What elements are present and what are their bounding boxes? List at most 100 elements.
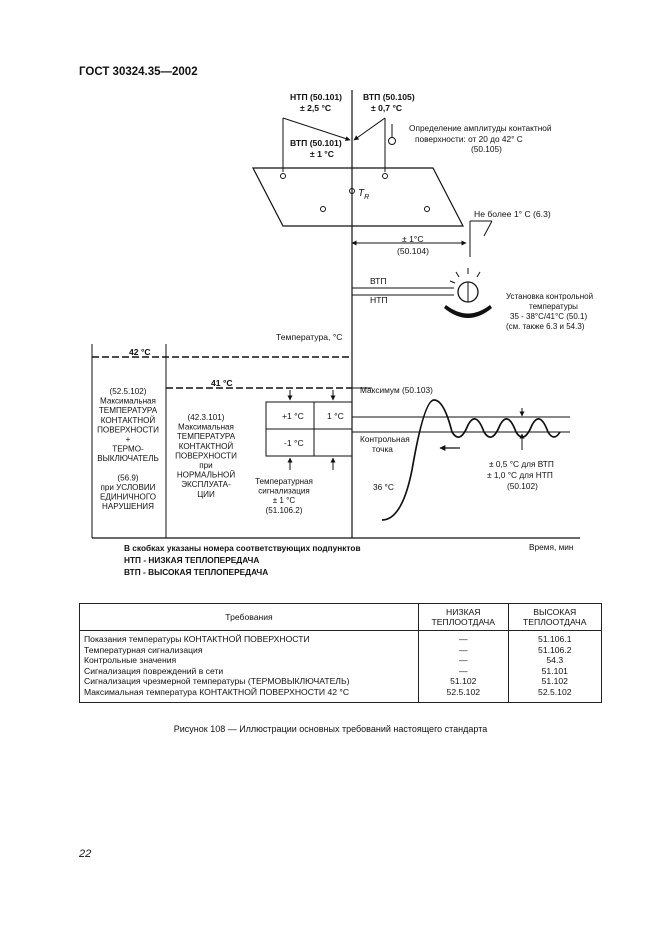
label-vtp-105: ВТП (50.105) bbox=[363, 92, 415, 102]
note-vtp: ВТП - ВЫСОКАЯ ТЕПЛОПЕРЕДАЧА bbox=[124, 567, 268, 577]
cell-low: 51.102 bbox=[418, 676, 509, 687]
table-row: Температурная сигнализация—51.106.2 bbox=[79, 644, 603, 656]
table-row: Сигнализация чрезмерной температуры (ТЕР… bbox=[79, 676, 603, 687]
table-row: Максимальная температура КОНТАКТНОЙ ПОВЕ… bbox=[79, 686, 603, 703]
column-line: ЦИИ bbox=[197, 490, 215, 499]
column-line: ПОВЕРХНОСТИ bbox=[97, 425, 159, 434]
header-high-transfer: ВЫСОКАЯ ТЕПЛООТДАЧА bbox=[507, 603, 603, 631]
label-max-103: Максимум (50.103) bbox=[360, 385, 433, 395]
column-line: (56.9) bbox=[117, 473, 138, 482]
cell-low: 52.5.102 bbox=[418, 686, 509, 703]
column-line: НАРУШЕНИЯ bbox=[102, 502, 154, 511]
cell-low: — bbox=[418, 655, 509, 666]
cell-high: 54.3 bbox=[507, 655, 603, 666]
label-setpoint-4: (см. также 6.3 и 54.3) bbox=[506, 322, 585, 331]
cell-req: Контрольные значения bbox=[79, 655, 419, 666]
label-ntp-101-tol: ± 2,5 °C bbox=[300, 103, 331, 113]
label-not-more: Не более 1° С (6.3) bbox=[474, 209, 551, 219]
label-tol-ntp: ± 1,0 °C для НТП bbox=[487, 470, 553, 480]
cell-high: 51.101 bbox=[507, 665, 603, 677]
label-36c: 36 °C bbox=[373, 482, 394, 492]
label-ntp-101: НТП (50.101) bbox=[290, 92, 342, 102]
column-line: (51.106.2) bbox=[266, 506, 303, 515]
page-number: 22 bbox=[79, 848, 92, 860]
column-line: Максимальная bbox=[100, 397, 156, 406]
sensor-point bbox=[424, 206, 430, 212]
label-amplitude-2: поверхности: от 20 до 42° С bbox=[415, 134, 523, 144]
contact-plate bbox=[252, 167, 464, 227]
column-line: КОНТАКТНОЙ bbox=[101, 416, 156, 425]
sensor-point bbox=[320, 206, 326, 212]
figure-diagram: НТП (50.101) ± 2,5 °C ВТП (50.105) ± 0,7… bbox=[91, 90, 593, 577]
column-line: НОРМАЛЬНОЙ bbox=[177, 471, 236, 480]
column-line: Температурная bbox=[255, 477, 313, 486]
column-line: Максимальная bbox=[178, 423, 234, 432]
column-line: + bbox=[126, 435, 131, 444]
label-ntp: НТП bbox=[370, 295, 388, 305]
document-header: ГОСТ 30324.35—2002 bbox=[79, 66, 198, 78]
column-line: ЭКСПЛУАТА- bbox=[181, 480, 231, 489]
label-temperature-axis: Температура, °C bbox=[276, 332, 342, 342]
label-41c: 41 °C bbox=[211, 378, 233, 388]
column-line: ЕДИНИЧНОГО bbox=[100, 493, 156, 502]
label-amplitude-3: (50.105) bbox=[471, 144, 502, 154]
header-requirements: Требования bbox=[79, 603, 419, 631]
label-setpoint-1: Установка контрольной bbox=[506, 292, 593, 301]
label-setpoint-3: 35 - 38°C/41°C (50.1) bbox=[510, 312, 587, 321]
temperature-curve bbox=[381, 399, 561, 521]
requirements-table: Требования НИЗКАЯ ТЕПЛООТДАЧА ВЫСОКАЯ ТЕ… bbox=[79, 603, 603, 703]
label-control-point-2: точка bbox=[372, 444, 393, 454]
column-line: сигнализация bbox=[258, 487, 310, 496]
label-1c: 1 °C bbox=[327, 411, 344, 421]
middle-column-text: (42.3.101)МаксимальнаяТЕМПЕРАТУРАКОНТАКТ… bbox=[175, 413, 237, 499]
sensor-point bbox=[382, 173, 388, 179]
label-vtp: ВТП bbox=[370, 276, 387, 286]
column-line: ПОВЕРХНОСТИ bbox=[175, 451, 237, 460]
cell-req: Сигнализация повреждений в сети bbox=[79, 665, 419, 677]
cell-low: — bbox=[418, 644, 509, 656]
label-42c: 42 °C bbox=[129, 347, 151, 357]
column-line: ВЫКЛЮЧАТЕЛЬ bbox=[97, 454, 159, 463]
sensor-point bbox=[280, 173, 286, 179]
label-tol-vtp: ± 0,5 °C для ВТП bbox=[489, 459, 554, 469]
column-line: КОНТАКТНОЙ bbox=[179, 442, 234, 451]
thermometer-icon bbox=[388, 124, 396, 145]
label-vtp-101-tol: ± 1 °C bbox=[310, 149, 334, 159]
column-line: (42.3.101) bbox=[188, 413, 225, 422]
label-50-102: (50.102) bbox=[507, 481, 538, 491]
table-row: Сигнализация повреждений в сети—51.101 bbox=[79, 665, 603, 677]
note-ntp: НТП - НИЗКАЯ ТЕПЛОПЕРЕДАЧА bbox=[124, 555, 259, 565]
cell-req: Сигнализация чрезмерной температуры (ТЕР… bbox=[79, 676, 419, 687]
label-minus1: -1 °C bbox=[284, 438, 304, 448]
column-line: (52.5.102) bbox=[110, 387, 147, 396]
label-50-104: (50.104) bbox=[397, 246, 429, 256]
cell-high: 52.5.102 bbox=[507, 686, 603, 703]
column-line: при УСЛОВИИ bbox=[100, 483, 155, 492]
cell-req: Показания температуры КОНТАКТНОЙ ПОВЕРХН… bbox=[79, 630, 419, 645]
cell-low: — bbox=[418, 630, 509, 645]
sensor-point-tr bbox=[349, 188, 355, 194]
label-time-axis: Время, мин bbox=[529, 542, 574, 552]
label-plus1: +1 °C bbox=[282, 411, 304, 421]
cell-high: 51.106.1 bbox=[507, 630, 603, 645]
cell-req: Максимальная температура КОНТАКТНОЙ ПОВЕ… bbox=[79, 686, 419, 703]
note-brackets: В скобках указаны номера соответствующих… bbox=[124, 543, 361, 553]
table-row: Показания температуры КОНТАКТНОЙ ПОВЕРХН… bbox=[79, 630, 603, 645]
label-pm1: ± 1°C bbox=[402, 234, 424, 244]
table-row: Контрольные значения—54.3 bbox=[79, 655, 603, 666]
column-line: ± 1 °C bbox=[273, 496, 296, 505]
left-column-text: (52.5.102)МаксимальнаяТЕМПЕРАТУРАКОНТАКТ… bbox=[97, 387, 159, 511]
column-line: ТЕМПЕРАТУРА bbox=[177, 432, 236, 441]
cell-low: — bbox=[418, 665, 509, 677]
label-vtp-105-tol: ± 0,7 °C bbox=[371, 103, 402, 113]
column-line: ТЕРМО- bbox=[112, 445, 144, 454]
label-setpoint-2: температуры bbox=[529, 302, 578, 311]
label-amplitude-1: Определение амплитуды контактной bbox=[409, 123, 552, 133]
label-tr: TR bbox=[358, 188, 369, 201]
header-low-transfer: НИЗКАЯ ТЕПЛООТДАЧА bbox=[418, 603, 509, 631]
label-control-point-1: Контрольная bbox=[360, 434, 410, 444]
cell-high: 51.102 bbox=[507, 676, 603, 687]
figure-caption: Рисунок 108 — Иллюстрации основных требо… bbox=[173, 724, 488, 734]
column-line: при bbox=[199, 461, 212, 470]
